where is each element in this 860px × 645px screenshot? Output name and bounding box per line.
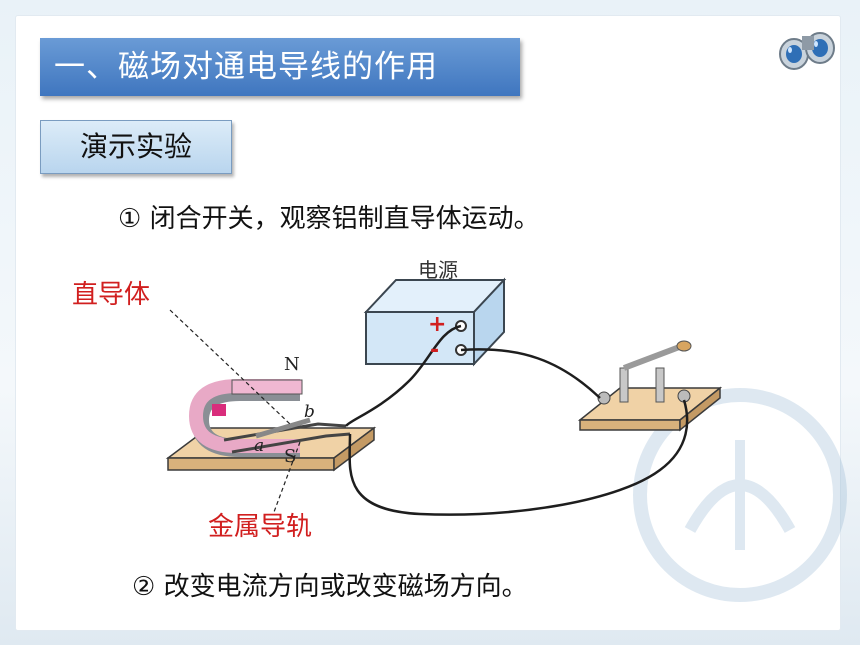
power-supply bbox=[363, 277, 507, 367]
binoculars-icon bbox=[779, 32, 835, 70]
label-pointers bbox=[169, 309, 301, 513]
point-b-label: b bbox=[304, 402, 315, 422]
watermark-logo bbox=[633, 388, 847, 602]
rail-label: 金属导轨 bbox=[208, 512, 313, 542]
page-title: 一、磁场对通电导线的作用 bbox=[40, 38, 520, 96]
positive-terminal-label: + bbox=[428, 312, 447, 337]
metal-rails bbox=[223, 417, 351, 454]
north-pole-label: N bbox=[284, 354, 300, 375]
power-supply-label: 电源 bbox=[418, 258, 458, 282]
south-pole-label: S bbox=[284, 446, 297, 467]
horseshoe-magnet bbox=[188, 379, 303, 457]
wires bbox=[344, 324, 689, 516]
conductor-label: 直导体 bbox=[72, 280, 151, 310]
negative-terminal-label: - bbox=[430, 338, 440, 363]
knife-switch bbox=[577, 340, 723, 432]
step-1-text: ① 闭合开关，观察铝制直导体运动。 bbox=[118, 204, 540, 234]
step-2-text: ② 改变电流方向或改变磁场方向。 bbox=[132, 572, 528, 602]
section-tag: 演示实验 bbox=[40, 120, 232, 174]
point-a-label: a bbox=[254, 436, 265, 456]
